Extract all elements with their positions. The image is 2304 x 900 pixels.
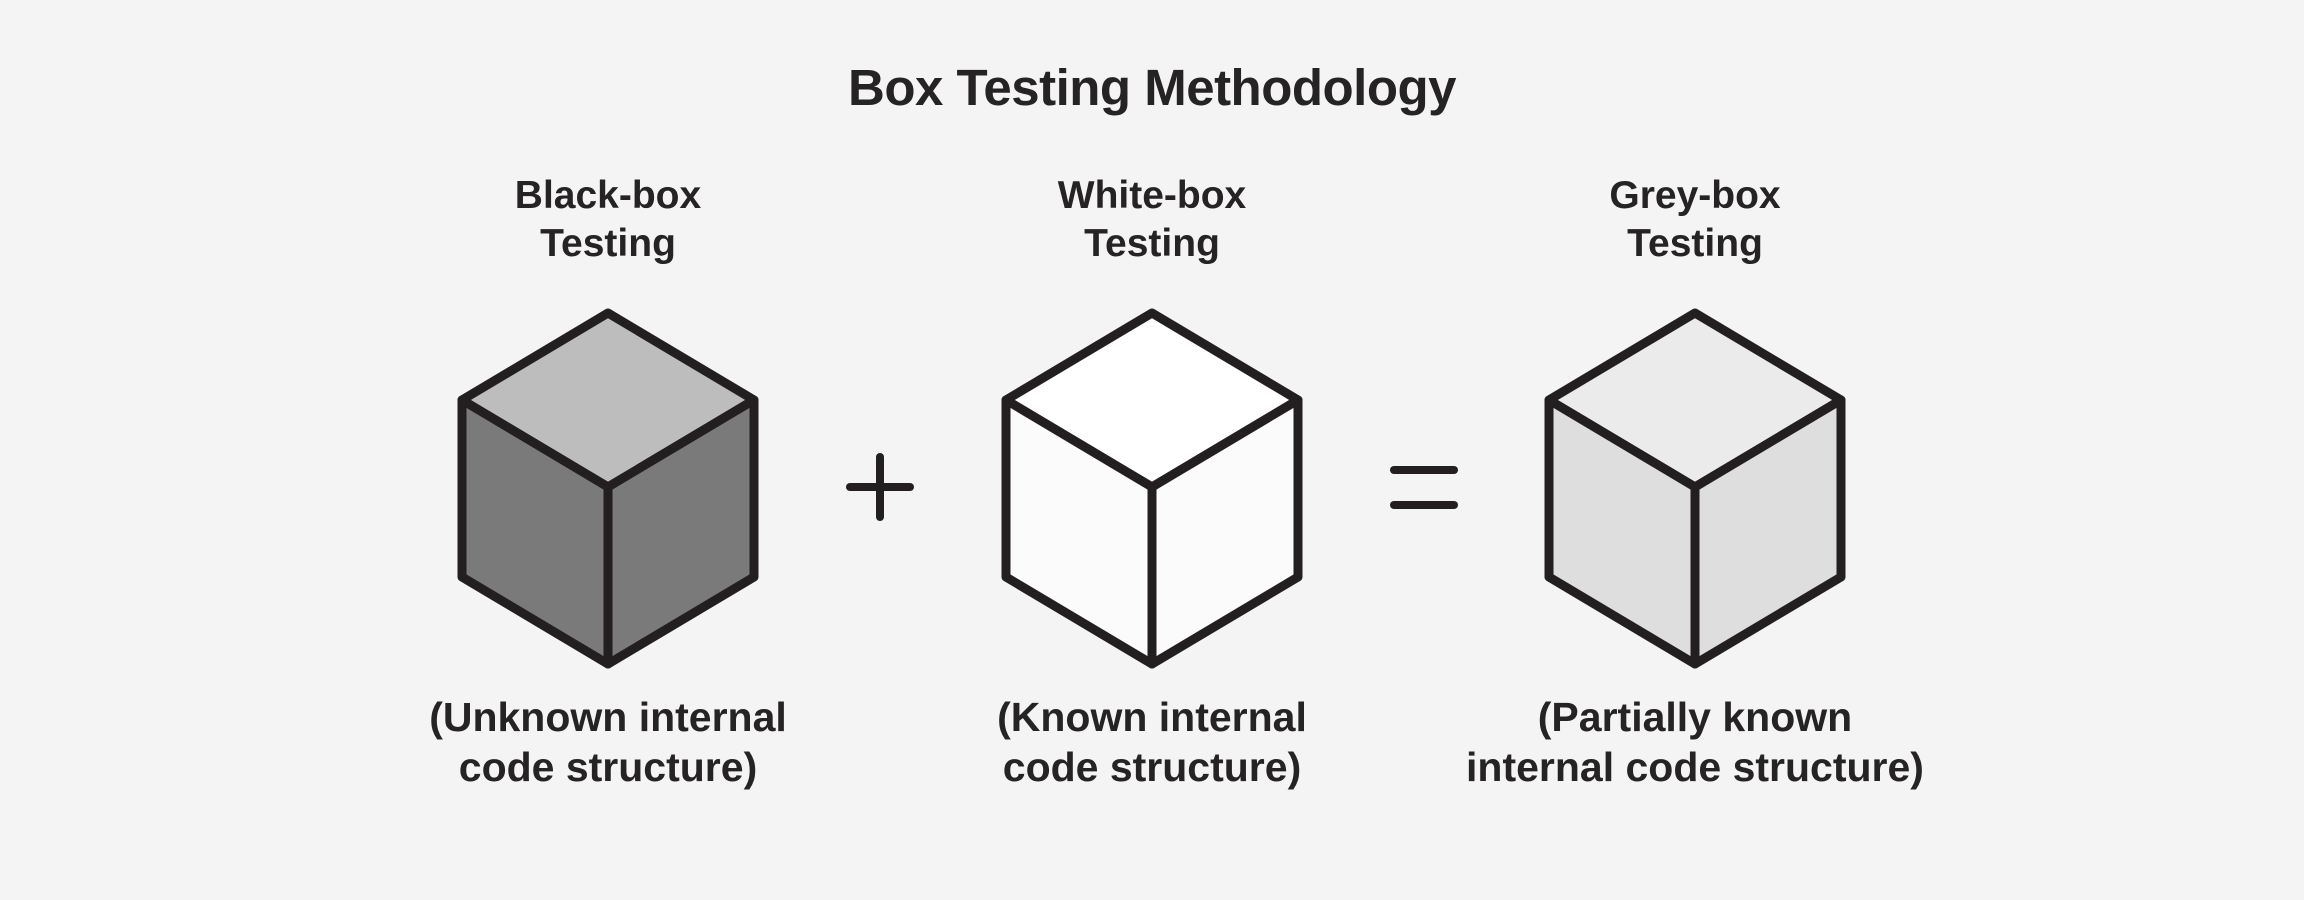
cube-label-grey-box: Grey-box Testing <box>1395 172 1995 268</box>
cube-caption-line: code structure) <box>1002 744 1302 790</box>
cube-caption-white-box: (Known internal code structure) <box>852 692 1452 792</box>
cube-right-face <box>1147 395 1303 669</box>
equals-icon <box>1390 466 1458 509</box>
cube-label-white-box: White-box Testing <box>852 172 1452 268</box>
cube-caption-line: (Partially known <box>1537 694 1853 740</box>
cube-label-black-box: Black-box Testing <box>308 172 908 268</box>
plus-icon <box>846 453 914 521</box>
cube-label-line: Black-box <box>514 174 702 217</box>
cube-column-grey-box: Grey-box Testing (Partially known intern… <box>1395 0 1995 900</box>
cube-label-line: Testing <box>1084 222 1220 265</box>
page-title: Box Testing Methodology <box>847 59 1457 116</box>
cube-caption-line: (Unknown internal <box>429 694 787 740</box>
cube-caption-line: internal code structure) <box>1466 744 1924 790</box>
cube-caption-grey-box: (Partially known internal code structure… <box>1395 692 1995 792</box>
cube-column-white-box: White-box Testing (Known internal code s… <box>852 0 1452 900</box>
cube-right-face <box>603 395 759 669</box>
black-box-cube-icon <box>457 308 759 669</box>
cube-label-line: White-box <box>1057 174 1247 217</box>
cube-label-line: Testing <box>1627 222 1763 265</box>
cube-label-line: Testing <box>540 222 676 265</box>
cube-column-black-box: Black-box Testing (Unknown internal code… <box>308 0 908 900</box>
cube-label-line: Grey-box <box>1609 174 1781 217</box>
cube-right-face <box>1690 395 1846 669</box>
white-box-cube-icon <box>1001 308 1303 669</box>
cube-caption-line: (Known internal <box>997 694 1307 740</box>
cube-caption-line: code structure) <box>458 744 758 790</box>
cube-caption-black-box: (Unknown internal code structure) <box>308 692 908 792</box>
grey-box-cube-icon <box>1544 308 1846 669</box>
